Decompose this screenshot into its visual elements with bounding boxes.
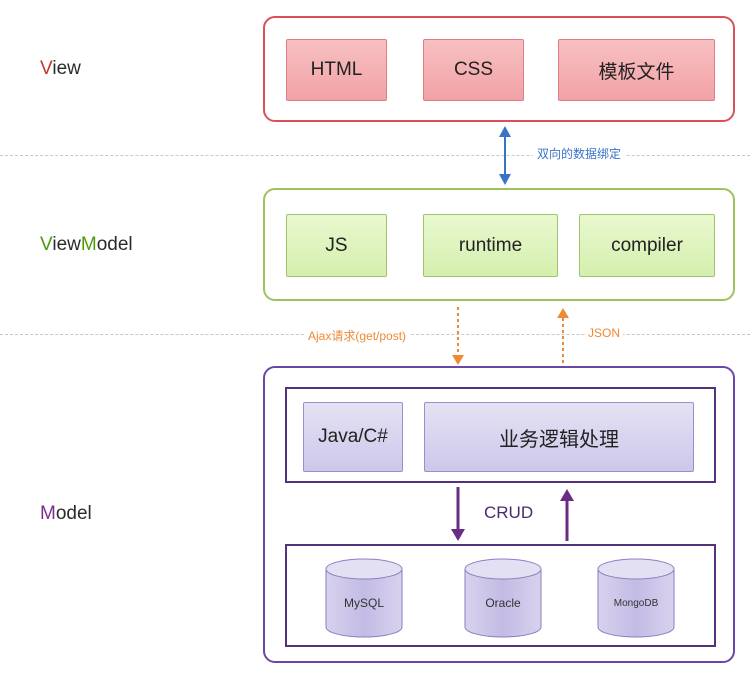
db-label-mongodb: MongoDB (613, 598, 659, 609)
viewmodel-box-runtime: runtime (423, 214, 558, 277)
json-label: JSON (585, 326, 624, 340)
model-db-frame (285, 544, 716, 647)
viewmodel-box-compiler: compiler (579, 214, 715, 277)
model-logic-frame (285, 387, 716, 483)
model-box-lang: Java/C# (303, 402, 403, 472)
model-label-cap: M (40, 503, 56, 524)
model-label-rest: odel (55, 503, 92, 524)
mysql-cylinder-icon (325, 558, 403, 638)
model-box-logic: 业务逻辑处理 (424, 402, 694, 472)
view-box-html: HTML (286, 39, 387, 101)
crud-up-arrow-icon (560, 489, 574, 541)
separator-view-viewmodel (0, 155, 750, 156)
view-label-cap: V (40, 58, 53, 79)
crud-label: CRUD (484, 503, 534, 522)
mongodb-cylinder-icon (597, 558, 675, 638)
layer-label-viewmodel: ViewModel (40, 234, 133, 256)
oracle-cylinder-icon (464, 558, 542, 638)
ajax-arrow-icon (452, 307, 464, 365)
view-label-rest: iew (52, 58, 81, 79)
view-box-css: CSS (423, 39, 524, 101)
viewmodel-label-cap2: M (80, 234, 97, 255)
viewmodel-label-rest: odel (96, 234, 133, 255)
layer-label-view: View (40, 58, 81, 80)
ajax-label: Ajax请求(get/post) (305, 327, 410, 344)
db-label-oracle: Oracle (485, 596, 521, 610)
binding-label: 双向的数据绑定 (533, 145, 626, 162)
binding-arrow-icon (499, 126, 511, 185)
viewmodel-label-cap1: V (40, 234, 53, 255)
layer-label-model: Model (40, 503, 92, 525)
view-box-template: 模板文件 (558, 39, 715, 101)
db-label-mysql: MySQL (343, 596, 384, 610)
viewmodel-label-mid: iew (52, 234, 81, 255)
viewmodel-box-js: JS (286, 214, 387, 277)
crud-down-arrow-icon (451, 487, 465, 541)
json-arrow-icon (557, 308, 569, 363)
